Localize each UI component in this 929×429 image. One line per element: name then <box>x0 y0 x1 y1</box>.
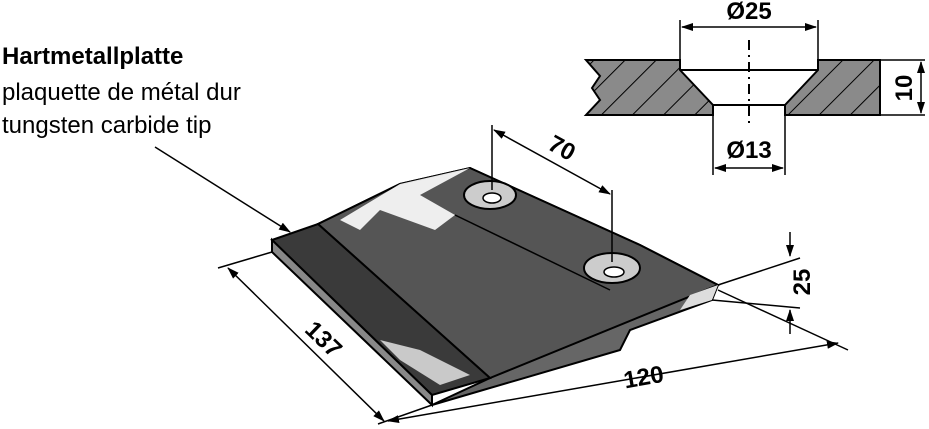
mounting-hole <box>463 180 517 210</box>
label-english: tungsten carbide tip <box>2 112 212 139</box>
dim-length: 137 <box>299 316 347 363</box>
leader-line <box>154 146 291 233</box>
label-french: plaquette de métal dur <box>2 79 241 106</box>
cross-section <box>583 20 925 175</box>
dim-counterbore-diameter: Ø25 <box>726 0 771 25</box>
dim-width: 120 <box>622 361 666 395</box>
label-german: Hartmetallplatte <box>2 43 184 70</box>
dim-height: 25 <box>789 269 816 296</box>
dim-hole-diameter: Ø13 <box>726 137 771 164</box>
dim-thickness: 10 <box>891 75 918 102</box>
dim-hole-spacing: 70 <box>543 130 579 167</box>
